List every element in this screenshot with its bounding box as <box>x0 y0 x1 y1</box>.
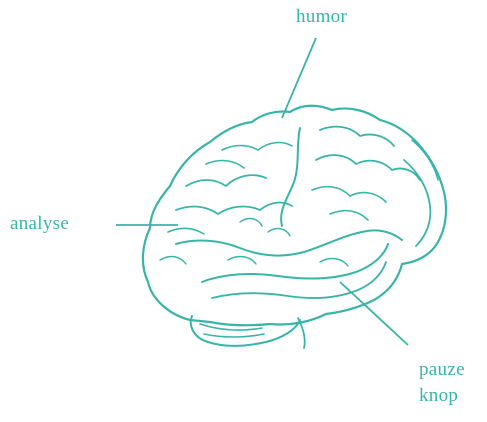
label-analyse: analyse <box>10 213 69 235</box>
label-knop: knop <box>419 385 458 407</box>
label-pauze: pauze <box>419 359 465 381</box>
label-humor: humor <box>296 6 347 28</box>
brain-icon <box>143 106 446 348</box>
pauze-knop-leader-line <box>340 282 408 345</box>
